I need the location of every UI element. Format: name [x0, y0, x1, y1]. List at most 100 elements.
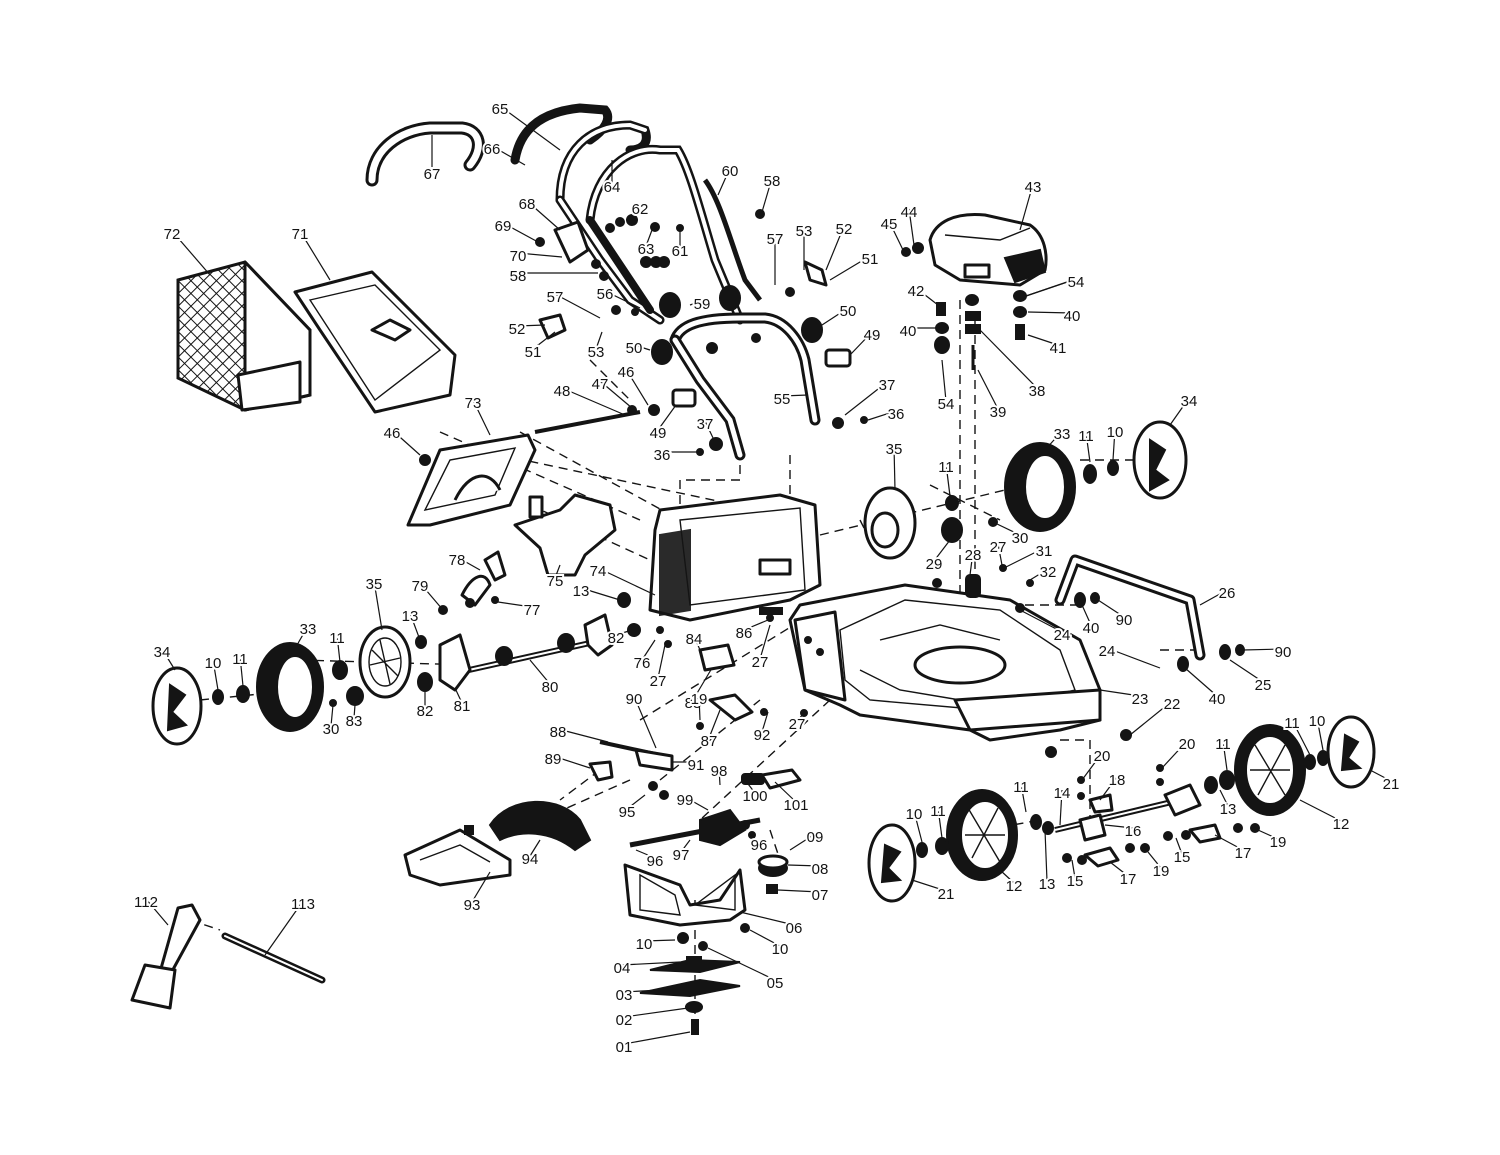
leader-line-c84 — [693, 635, 701, 651]
rear-flap-73 — [406, 433, 537, 527]
cable-60 — [702, 178, 762, 302]
leader-line-c82a — [615, 629, 633, 636]
leader-line-c10a — [1112, 428, 1116, 461]
part-callout-c10b: 10 — [205, 655, 222, 672]
part-callout-c20b: 20 — [1179, 736, 1196, 753]
leader-line-c90b — [1242, 648, 1284, 651]
leader-line-c96a — [749, 834, 760, 843]
engine-43 — [928, 212, 1048, 287]
leader-line-c89 — [552, 755, 591, 769]
part-callout-c51a: 51 — [862, 251, 879, 268]
leader-line-c18 — [1099, 776, 1118, 801]
leader-line-c15a — [1175, 837, 1183, 855]
part-callout-c92: 92 — [754, 727, 771, 744]
part-callout-c28: 28 — [965, 547, 982, 564]
part-callout-c58a: 58 — [764, 173, 781, 190]
leader-line-c86 — [743, 619, 769, 631]
leader-line-c23 — [1099, 689, 1141, 697]
leader-line-c51a — [829, 255, 871, 281]
hubcap-21-right — [1326, 715, 1376, 789]
part-callout-c95: 95 — [619, 804, 636, 821]
leader-line-c11a — [1085, 432, 1091, 463]
part-callout-c100: 100 — [742, 788, 767, 805]
part-callout-c36a: 36 — [888, 406, 905, 423]
part-callout-c68: 68 — [519, 196, 536, 213]
leader-line-c32 — [1029, 568, 1049, 581]
part-callout-c06: 06 — [786, 920, 803, 937]
leader-line-c79 — [419, 582, 444, 611]
leader-line-c49b — [657, 404, 677, 431]
part-callout-c10f: 10 — [772, 941, 789, 958]
leader-line-c69 — [502, 222, 539, 243]
part-callout-c40a: 40 — [900, 323, 917, 340]
assembly-dashed-lines — [189, 300, 1301, 1020]
part-callout-c71: 71 — [292, 226, 309, 243]
leader-line-c26 — [1199, 589, 1228, 606]
leader-line-c24b — [1106, 647, 1161, 669]
part-callout-c77: 77 — [524, 602, 541, 619]
leader-line-c10b — [212, 659, 219, 691]
part-callout-c40c: 40 — [1083, 620, 1100, 637]
leader-line-c94 — [529, 839, 541, 857]
part-callout-c39: 39 — [990, 404, 1007, 421]
leader-line-c63 — [645, 229, 653, 247]
part-callout-c11h: 11 — [930, 803, 946, 820]
rod-113 — [221, 932, 326, 984]
part-callout-c22: 22 — [1164, 696, 1181, 713]
part-callout-c99: 99 — [677, 792, 694, 809]
leader-line-c55 — [781, 394, 809, 397]
leader-line-c10d — [913, 810, 923, 843]
part-callout-c34b: 34 — [154, 644, 171, 661]
part-callout-c55: 55 — [774, 391, 791, 408]
part-callout-c62: 62 — [632, 201, 649, 218]
leader-line-c20b — [1161, 740, 1188, 769]
part-callout-c11b: 11 — [938, 459, 954, 476]
leader-line-c35a — [893, 445, 896, 491]
part-callout-c61: 61 — [672, 243, 689, 260]
part-callout-c27b: 27 — [650, 673, 667, 690]
leader-line-c54b — [1025, 278, 1077, 297]
part-callout-c113: 113 — [291, 896, 315, 913]
part-callout-c67: 67 — [424, 166, 441, 183]
leader-line-c31 — [999, 547, 1045, 571]
part-callout-c52a: 52 — [836, 221, 853, 238]
part-callout-c51b: 51 — [525, 344, 542, 361]
leader-line-c13d — [1044, 829, 1048, 882]
part-callout-c75: 75 — [547, 573, 564, 590]
leader-line-c05 — [707, 947, 776, 981]
part-callout-c79: 79 — [412, 578, 429, 595]
leader-line-c02 — [623, 1007, 689, 1018]
part-callout-c37b: 37 — [697, 416, 714, 433]
leader-line-c12a — [1299, 799, 1342, 822]
part-callout-c11f: 11 — [1284, 715, 1300, 732]
leader-line-c03 — [623, 989, 661, 993]
part-callout-c41: 41 — [1050, 340, 1067, 357]
leader-line-c58a — [761, 177, 773, 213]
leader-line-c56 — [604, 290, 641, 309]
leader-line-c59 — [689, 300, 703, 306]
leader-line-c99 — [684, 796, 709, 811]
part-callout-c57b: 57 — [547, 289, 564, 306]
part-callout-c34a: 34 — [1181, 393, 1198, 410]
part-callout-c78: 78 — [449, 552, 466, 569]
leader-line-c97 — [680, 839, 691, 853]
leader-line-c46a — [625, 368, 649, 406]
leader-line-c34a — [1169, 397, 1190, 426]
part-callout-c42: 42 — [908, 283, 925, 300]
leader-line-c51b — [532, 331, 556, 350]
part-callout-c72: 72 — [164, 226, 181, 243]
leader-line-c76 — [641, 639, 656, 661]
front-bearings — [916, 750, 1329, 858]
rear-shield-74 — [648, 493, 822, 622]
part-callout-c56: 56 — [597, 286, 614, 303]
part-callout-c09: 09 — [807, 829, 824, 846]
leader-line-c17a — [1214, 834, 1244, 851]
leader-line-c30a — [994, 522, 1021, 536]
leader-line-c27b — [657, 644, 666, 679]
part-callout-c29: 29 — [926, 556, 943, 573]
part-callout-c33a: 33 — [1054, 426, 1071, 443]
knob-50 — [651, 317, 823, 365]
part-callout-c54a: 54 — [1068, 274, 1085, 291]
